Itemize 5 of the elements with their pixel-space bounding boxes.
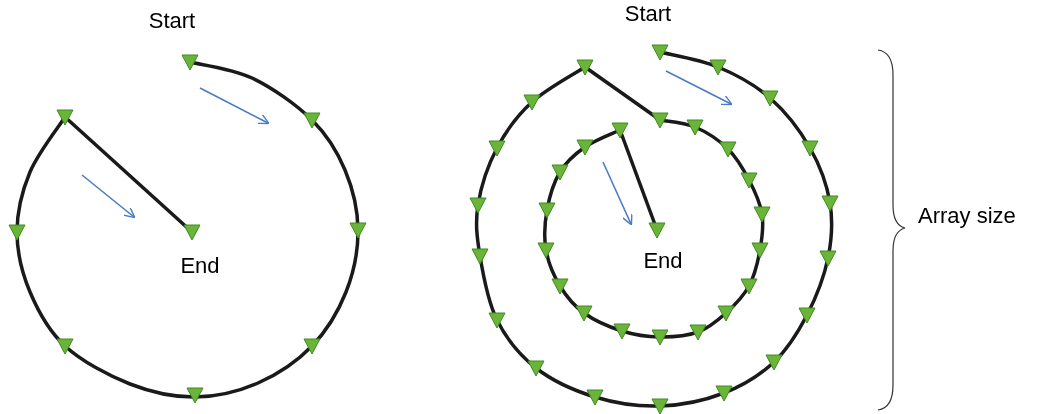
text-label: End xyxy=(180,255,220,277)
text-label: Array size xyxy=(918,205,1016,227)
text-label: End xyxy=(643,250,683,272)
text-label: Start xyxy=(624,3,672,25)
text-label: Start xyxy=(148,10,196,32)
